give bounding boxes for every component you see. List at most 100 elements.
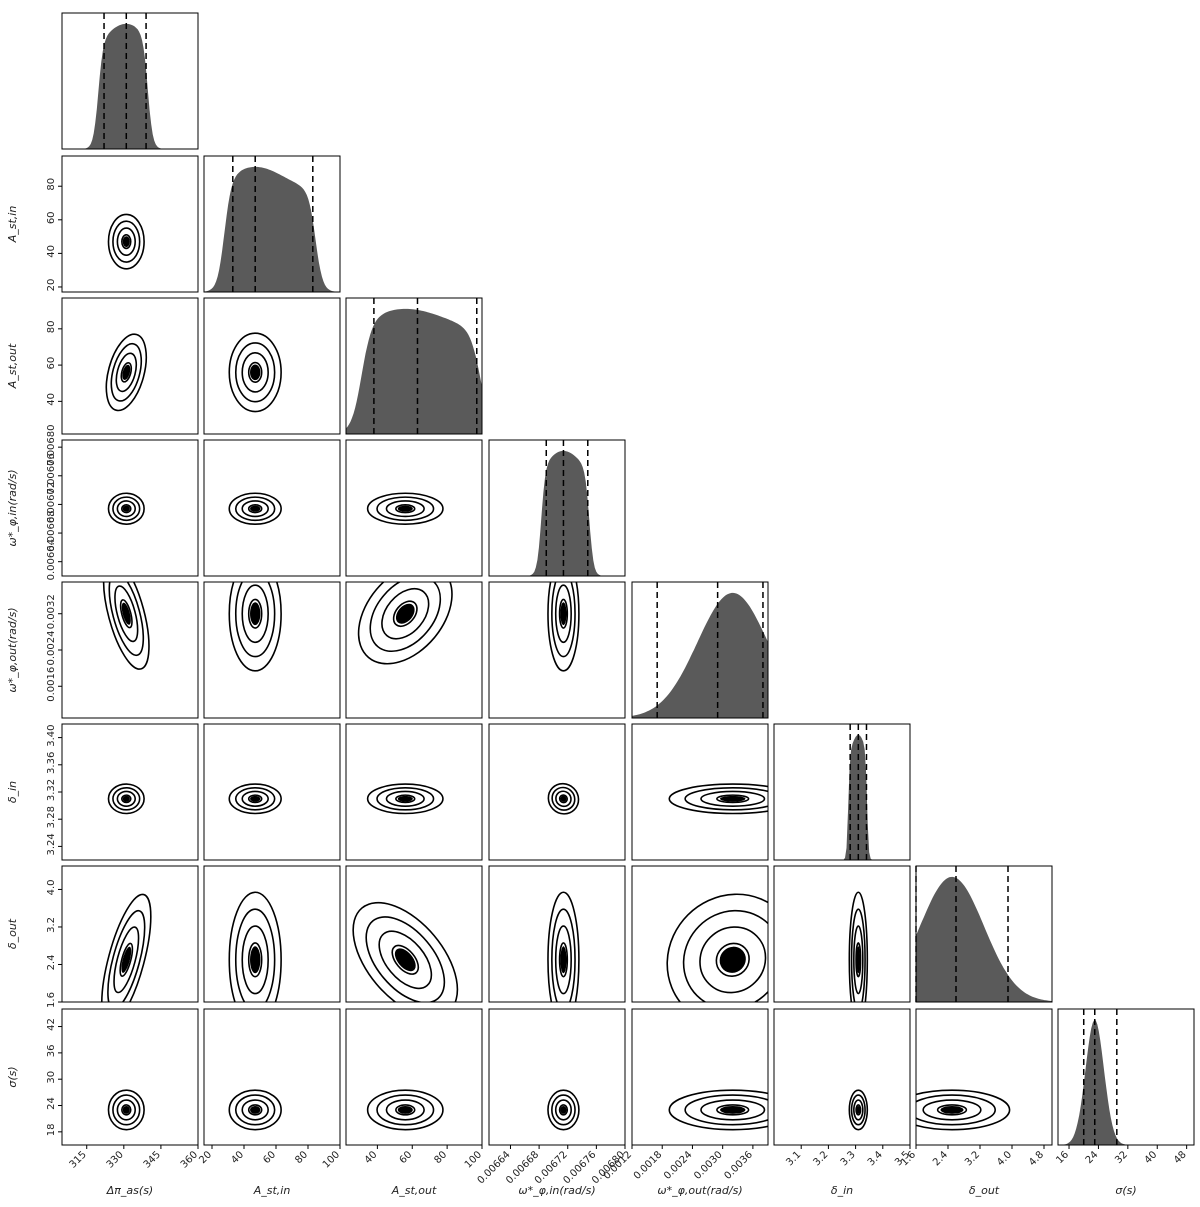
y-axis-label: ω*_φ,out(rad/s) xyxy=(6,607,19,692)
contour-level-2 xyxy=(378,930,433,990)
panel-frame xyxy=(773,723,911,861)
contour-level-1 xyxy=(558,598,569,629)
x-tick-label: 40 xyxy=(363,1149,380,1166)
panel-frame xyxy=(345,297,483,435)
contour-level-4 xyxy=(668,1089,768,1131)
contour-panel-3-2 xyxy=(345,439,483,577)
y-tick-label: 1.6 xyxy=(46,992,57,1008)
contour-level-1 xyxy=(247,598,263,629)
panel-frame xyxy=(915,865,1053,1003)
contour-level-4 xyxy=(547,1089,580,1131)
y-tick-label: 0.0024 xyxy=(46,631,57,666)
contour-level-4 xyxy=(547,891,580,1002)
contour-core xyxy=(719,946,746,973)
y-tick-label: 2.4 xyxy=(46,955,57,971)
contour-group xyxy=(228,582,282,672)
x-tick-label: 3.2 xyxy=(811,1149,830,1168)
contour-level-2 xyxy=(385,500,425,518)
contour-level-3 xyxy=(110,342,143,402)
x-tick-label: 4.0 xyxy=(995,1149,1014,1168)
contour-group xyxy=(366,1089,444,1131)
contour-panel-7-2 xyxy=(345,1008,483,1146)
contour-level-2 xyxy=(853,1099,864,1121)
contour-group xyxy=(848,891,869,1002)
contour-panel-6-3 xyxy=(488,865,626,1003)
panel-frame xyxy=(773,1008,911,1146)
panel-frame xyxy=(773,865,911,1003)
contour-group xyxy=(352,901,459,1002)
contour-level-4 xyxy=(107,1089,145,1131)
contour-level-4 xyxy=(366,1089,444,1131)
contour-core xyxy=(560,1105,567,1114)
x-tick-label: 3.1 xyxy=(784,1149,803,1168)
contour-group xyxy=(848,1089,869,1131)
panel-frame xyxy=(61,297,199,435)
contour-core xyxy=(250,946,261,974)
y-tick-label: 0.00668 xyxy=(46,510,57,551)
x-tick-label: 0.0018 xyxy=(632,1149,665,1182)
contour-level-3 xyxy=(916,1094,996,1126)
contour-level-2 xyxy=(116,1099,136,1121)
contour-panel-3-0 xyxy=(61,439,199,577)
y-tick-label: 42 xyxy=(46,1018,57,1031)
contour-level-1 xyxy=(247,794,263,804)
histogram-fill xyxy=(774,734,910,860)
contour-level-3 xyxy=(112,496,141,522)
contour-level-4 xyxy=(848,1089,869,1131)
contour-group xyxy=(668,1089,768,1131)
contour-level-4 xyxy=(228,582,282,672)
contour-level-2 xyxy=(241,1099,269,1121)
x-axis-label: δ_in xyxy=(831,1184,853,1197)
contour-level-1 xyxy=(120,362,133,383)
contour-panel-6-0 xyxy=(61,865,199,1003)
panel-frame xyxy=(488,581,626,719)
y-tick-label: 24 xyxy=(46,1097,57,1110)
histogram-fill xyxy=(62,23,198,149)
y-axis-label: A_st,in xyxy=(6,206,19,244)
contour-level-3 xyxy=(850,908,866,1002)
x-tick-label: 0.0030 xyxy=(692,1149,725,1182)
contour-level-3 xyxy=(376,496,435,522)
y-axis-label: A_st,out xyxy=(6,343,19,389)
contour-panel-4-0 xyxy=(61,581,199,719)
panel-frame xyxy=(203,581,341,719)
contour-core xyxy=(122,795,130,802)
contour-level-1 xyxy=(558,942,569,978)
contour-level-4 xyxy=(228,891,282,1002)
contour-level-1 xyxy=(391,944,420,975)
x-axis-label: σ(s) xyxy=(1115,1184,1136,1197)
contour-level-1 xyxy=(121,234,132,250)
contour-level-4 xyxy=(547,582,580,672)
contour-level-1 xyxy=(855,1104,862,1116)
contour-level-3 xyxy=(551,786,576,811)
contour-level-1 xyxy=(119,942,134,977)
contour-group xyxy=(916,1089,1011,1131)
y-tick-label: 0.00664 xyxy=(46,539,57,580)
contour-level-3 xyxy=(107,909,146,1002)
y-tick-label: 0.0016 xyxy=(46,667,57,702)
x-tick-label: 3.3 xyxy=(839,1149,858,1168)
contour-core xyxy=(250,795,261,802)
panel-frame xyxy=(203,1008,341,1146)
y-axis-label: ω*_φ,in(rad/s) xyxy=(6,469,19,546)
panel-frame xyxy=(631,1008,769,1146)
y-tick-label: 18 xyxy=(46,1123,57,1136)
contour-level-2 xyxy=(700,1099,766,1121)
contour-core xyxy=(395,603,415,624)
contour-group xyxy=(107,492,145,525)
x-tick-label: 345 xyxy=(142,1149,163,1170)
panel-frame xyxy=(631,581,769,719)
contour-group xyxy=(107,213,145,270)
contour-level-2 xyxy=(554,925,572,995)
contour-panel-6-4 xyxy=(631,865,769,1003)
x-tick-label: 60 xyxy=(398,1149,415,1166)
x-tick-label: 40 xyxy=(229,1149,246,1166)
contour-level-3 xyxy=(376,786,435,811)
y-tick-label: 60 xyxy=(46,211,57,224)
contour-level-1 xyxy=(395,794,416,804)
contour-level-4 xyxy=(105,333,148,412)
contour-level-1 xyxy=(247,361,263,383)
hist-panel-7 xyxy=(1057,1008,1195,1146)
y-tick-label: 0.00672 xyxy=(46,482,57,523)
contour-panel-7-1 xyxy=(203,1008,341,1146)
